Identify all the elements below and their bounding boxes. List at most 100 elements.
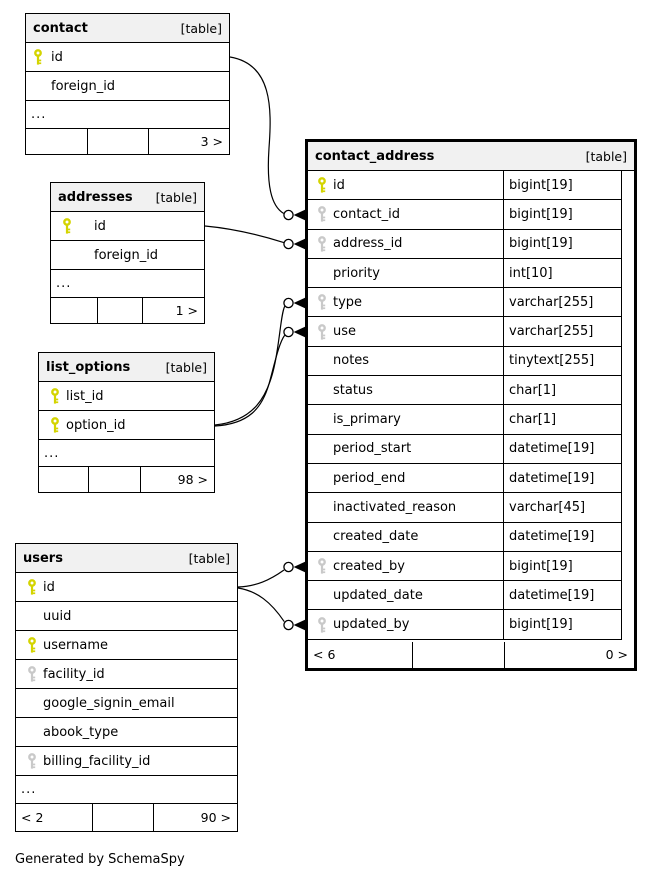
ellipsis-row[interactable]: ... <box>16 776 237 804</box>
foreign-key-icon <box>317 558 327 574</box>
footer-cell-right[interactable]: 98 > <box>177 472 208 487</box>
column-row[interactable]: foreign_id <box>51 241 204 270</box>
column-type: bigint[19] <box>503 610 621 639</box>
column-row[interactable]: google_signin_email <box>16 689 237 718</box>
table-type-tag: [table] <box>165 359 207 375</box>
footer-cell-right[interactable]: 1 > <box>175 303 198 318</box>
zero-or-many-circle <box>283 209 294 221</box>
footer-cell-right[interactable]: 0 > <box>605 647 628 663</box>
arrowhead-icon <box>293 238 305 250</box>
column-name: priority <box>333 265 380 281</box>
relationship-addresses-id-to-address-id <box>204 225 284 244</box>
column-name: status <box>333 382 373 398</box>
column-name: updated_date <box>333 587 423 603</box>
column-row[interactable]: uuid <box>16 602 237 631</box>
column-row[interactable]: option_id <box>39 411 214 440</box>
table-footer: 1 > <box>51 298 204 323</box>
table-header[interactable]: users [table] <box>16 544 237 573</box>
table-name[interactable]: list_options <box>46 359 131 375</box>
column-type: varchar[255] <box>503 288 621 317</box>
column-row[interactable]: facility_id <box>16 660 237 689</box>
zero-or-many-circle <box>283 297 294 309</box>
table-header[interactable]: contact_address[table] <box>308 142 634 171</box>
primary-key-icon <box>27 637 37 653</box>
column-row[interactable]: billing_facility_id <box>16 747 237 776</box>
column-name: created_date <box>333 529 419 545</box>
foreign-key-icon <box>317 235 327 252</box>
table-header[interactable]: contact [table] <box>26 14 229 43</box>
table-header[interactable]: list_options [table] <box>39 353 214 382</box>
table-list-options[interactable]: list_options [table] list_id option_id... 98… <box>38 352 215 493</box>
table-name[interactable]: contact_address <box>315 148 435 164</box>
column-name: use <box>333 324 357 340</box>
primary-key-icon <box>50 388 60 404</box>
column-type: bigint[19] <box>503 229 621 258</box>
primary-key-icon <box>33 49 43 65</box>
footer-cell-left[interactable]: < 2 <box>16 804 93 831</box>
column-name: inactivated_reason <box>333 499 457 515</box>
ellipsis-row[interactable]: ... <box>51 270 204 298</box>
footer-cell-mid <box>413 641 505 668</box>
column-name: updated_by <box>333 617 410 633</box>
column-row[interactable]: id <box>16 573 237 602</box>
table-addresses[interactable]: addresses[table] id foreign_id... 1 > <box>50 182 205 324</box>
arrowhead-icon <box>293 326 305 338</box>
column-row[interactable]: username <box>16 631 237 660</box>
column-row[interactable]: abook_type <box>16 718 237 747</box>
column-row[interactable]: list_id <box>39 382 214 411</box>
column-name: contact_id <box>333 206 401 222</box>
column-type: tinytext[255] <box>503 346 621 376</box>
relationship-users-id-to-created-by <box>237 569 285 588</box>
table-type-tag: [table] <box>188 550 230 566</box>
column-name: ... <box>31 107 47 122</box>
footer-cell-right[interactable]: 90 > <box>200 810 231 825</box>
column-name: facility_id <box>43 666 105 682</box>
column-name: ... <box>44 445 60 461</box>
column-type: datetime[19] <box>503 463 621 493</box>
ellipsis-row[interactable]: ... <box>39 440 214 467</box>
column-name: abook_type <box>43 724 119 740</box>
table-type-tag: [table] <box>180 20 222 36</box>
column-row[interactable]: period_end datetime[19] <box>308 463 621 494</box>
zero-or-many-circle <box>283 619 294 631</box>
column-type: int[10] <box>503 258 621 288</box>
table-name[interactable]: contact <box>33 20 88 36</box>
column-name: period_end <box>333 470 406 486</box>
table-name[interactable]: addresses <box>58 189 133 205</box>
arrowhead-icon <box>293 619 305 631</box>
column-name: list_id <box>66 388 104 404</box>
column-name: id <box>94 218 106 234</box>
column-row[interactable]: id <box>26 43 229 72</box>
relationship-users-id-to-updated-by <box>237 587 285 622</box>
column-row[interactable]: priority int[10] <box>308 258 621 289</box>
column-name: option_id <box>66 417 126 433</box>
footer-cell-left[interactable]: < 6 <box>308 641 413 668</box>
footer-cell-mid <box>93 804 154 831</box>
ellipsis-row[interactable]: ... <box>26 101 229 129</box>
footer-cell-right[interactable]: 3 > <box>200 134 223 149</box>
table-header[interactable]: addresses[table] <box>51 183 204 212</box>
table-name[interactable]: users <box>23 550 63 566</box>
column-row[interactable]: id <box>51 212 204 241</box>
column-row[interactable]: updated_by bigint[19] <box>308 610 621 640</box>
column-row[interactable]: foreign_id <box>26 72 229 101</box>
